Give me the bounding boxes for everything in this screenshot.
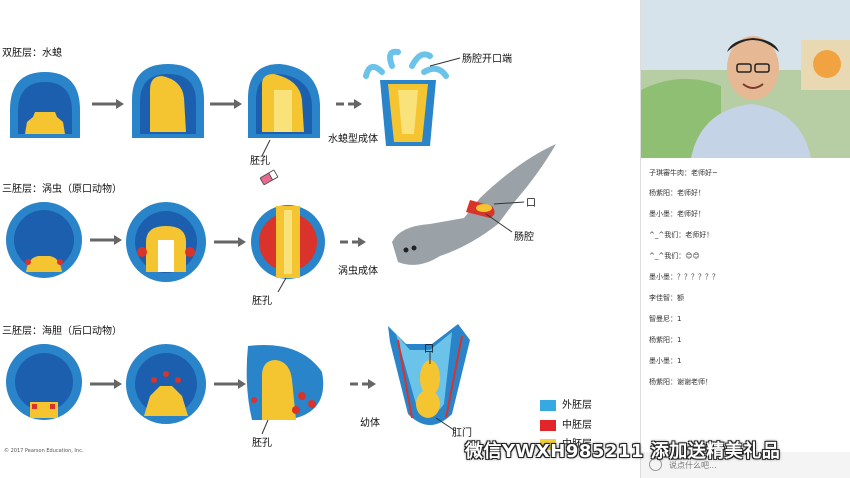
gut-label: 肠腔 — [514, 232, 534, 243]
row3-stage1 — [6, 344, 82, 420]
row2-stage1 — [6, 202, 82, 278]
blastopore-label-1: 胚孔 — [250, 156, 270, 167]
chat-list: 子琪審牛肉：老师好~ 杨紫阳：老师好！ 墨小墨：老师好！ ^_^我们：老师好！ … — [641, 160, 850, 448]
row3-stage2 — [126, 344, 206, 424]
video-feed — [641, 0, 850, 158]
row3-stage3 — [246, 345, 324, 420]
row1-stage1 — [10, 72, 80, 138]
legend-swatch — [540, 438, 556, 450]
chat-message: 墨小墨：？？？？？？ — [649, 273, 719, 281]
anus-label: 肛门 — [452, 428, 472, 439]
arrow — [90, 379, 122, 389]
row1-stage3 — [248, 64, 320, 138]
teacher-video — [641, 0, 850, 158]
row2-title: 三胚层：涡虫（原口动物） — [2, 184, 122, 195]
dashed-arrow — [340, 237, 366, 247]
row3-title: 三胚层：海胆（后口动物） — [2, 326, 122, 337]
mouth-label-2: 口 — [424, 344, 434, 355]
gut-opening-label: 肠腔开口端 — [462, 54, 512, 65]
blastopore-label-2: 胚孔 — [252, 296, 272, 307]
chat-message: 杨紫阳：老师好！ — [649, 189, 705, 197]
arrow — [92, 99, 124, 109]
emoji-icon[interactable] — [649, 458, 662, 471]
dashed-arrow — [350, 379, 376, 389]
chat-input-bar — [641, 452, 850, 478]
row2-stage2 — [126, 202, 206, 282]
arrow — [210, 99, 242, 109]
flatworm-adult-label: 涡虫成体 — [338, 266, 378, 277]
hydra-adult-label: 水螅型成体 — [328, 134, 378, 145]
mouth-label-1: 口 — [526, 198, 536, 209]
eraser-cursor-icon — [259, 169, 279, 185]
legend-swatch — [540, 399, 556, 411]
hydra-adult — [363, 48, 461, 146]
flatworm-adult — [392, 144, 556, 265]
row1-stage2 — [132, 64, 204, 138]
legend-item-ectoderm: 外胚层 — [540, 396, 592, 411]
blastopore-label-3: 胚孔 — [252, 438, 272, 449]
lecture-slide: 双胚层：水螅 三胚层：涡虫（原口动物） 三胚层：海胆（后口动物） 肠腔开口端 水… — [2, 48, 592, 454]
chat-message: ^_^我们：😊😊 — [649, 252, 700, 260]
row2-stage3 — [251, 205, 325, 279]
row1-title: 双胚层：水螅 — [2, 48, 62, 59]
chat-message: 墨小墨：1 — [649, 357, 682, 365]
chat-message: 李佳智：额 — [649, 294, 684, 302]
chat-message: 杨紫阳：1 — [649, 336, 682, 344]
larva — [388, 324, 470, 431]
dashed-arrow — [336, 99, 362, 109]
arrow — [214, 379, 246, 389]
chat-input[interactable] — [667, 456, 791, 474]
legend-item-mesoderm: 中胚层 — [540, 416, 592, 431]
arrow — [214, 237, 246, 247]
chat-message: 子琪審牛肉：老师好~ — [649, 169, 718, 177]
copyright-text: © 2017 Pearson Education, Inc. — [4, 448, 84, 454]
larva-label: 幼体 — [360, 418, 380, 429]
legend-swatch — [540, 419, 556, 431]
chat-message: 墨小墨：老师好！ — [649, 210, 705, 218]
side-panel: 子琪審牛肉：老师好~ 杨紫阳：老师好！ 墨小墨：老师好！ ^_^我们：老师好！ … — [640, 0, 850, 478]
chat-message: ^_^我们：老师好！ — [649, 231, 714, 239]
embryo-diagram — [6, 48, 556, 435]
chat-message: 杨紫阳：谢谢老师！ — [649, 378, 712, 386]
legend-item-endoderm: 中胚层 — [540, 435, 592, 450]
arrow — [90, 235, 122, 245]
chat-message: 智曼尼：1 — [649, 315, 682, 323]
watermark-text: 微信YWXH985211 添加送精美礼品 — [465, 441, 781, 462]
